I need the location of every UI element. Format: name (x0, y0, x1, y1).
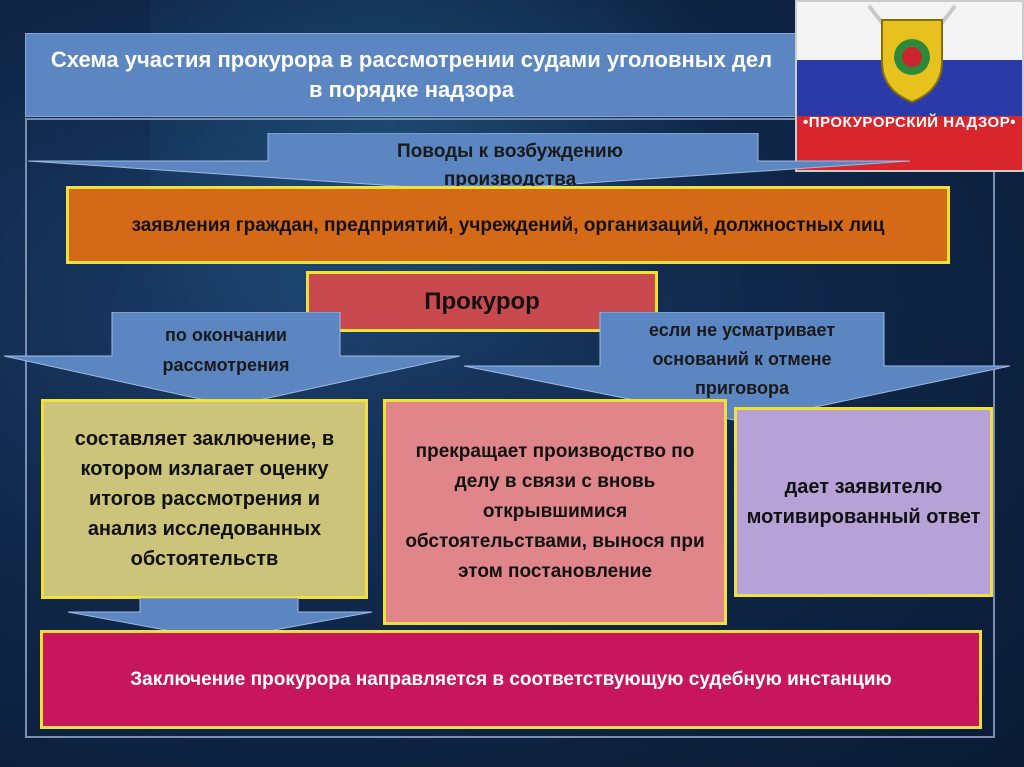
emblem-icon (867, 4, 957, 104)
grounds-text: заявления граждан, предприятий, учрежден… (131, 214, 885, 236)
arrow-grounds-label: Поводы к возбуждению производства (397, 141, 623, 190)
arrow-no-grounds (463, 312, 1011, 423)
court-box: Заключение прокурора направляется в соот… (40, 630, 982, 729)
diagram-frame (25, 118, 995, 738)
title-box: Схема участия прокурора в рассмотрении с… (25, 33, 798, 117)
arrow-no-grounds-label: если не усматривает оснований к отмене п… (648, 320, 836, 398)
court-text: Заключение прокурора направляется в соот… (130, 668, 892, 690)
conclusion-text: составляет заключение, в котором излагае… (74, 428, 335, 570)
grounds-box: заявления граждан, предприятий, учрежден… (66, 186, 950, 264)
arrow-after-review (3, 312, 461, 407)
logo-caption: •ПРОКУРОРСКИЙ НАДЗОР• (803, 114, 1016, 131)
prosecutor-label: Прокурор (424, 287, 540, 315)
page-title: Схема участия прокурора в рассмотрении с… (50, 47, 773, 102)
arrow-to-court (67, 598, 373, 641)
terminate-text: прекращает производство по делу в связи … (405, 441, 705, 582)
conclusion-box: составляет заключение, в котором излагае… (41, 399, 368, 599)
prosecutor-box: Прокурор (306, 271, 658, 332)
terminate-box: прекращает производство по делу в связи … (383, 399, 727, 625)
arrow-after-review-label: по окончании рассмотрения (162, 325, 290, 375)
arrow-grounds (27, 133, 911, 192)
answer-text: дает заявителю мотивированный ответ (746, 476, 981, 528)
answer-box: дает заявителю мотивированный ответ (734, 407, 993, 597)
